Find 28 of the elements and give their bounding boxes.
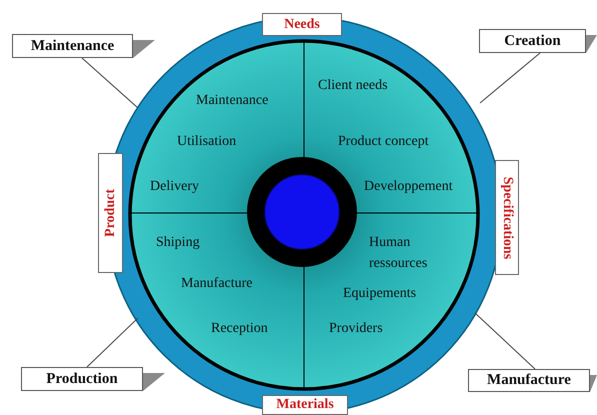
stage-label: Delivery [150,178,199,196]
heading-text: Materials [276,397,334,413]
leader-line [480,52,540,104]
stage-label: Equipements [343,285,416,303]
heading-text: Product [102,189,118,237]
stage-label: Client needs [318,77,388,95]
heading-text: Needs [284,16,320,32]
callout-box: Production [21,367,143,391]
stage-label: Reception [211,320,268,338]
stage-label: Utilisation [177,133,236,151]
stage-label: Shiping [156,234,200,252]
heading-box [262,13,342,36]
stage-label: Providers [329,320,383,338]
stage-label: Product concept [338,133,429,151]
stage-label: Maintenance [196,92,268,110]
heading-box [262,395,348,415]
callout-box: Manufacture [468,369,590,392]
leader-line [82,58,138,108]
heading-text: Specifications [499,176,515,259]
stage-label: Developpement [364,178,453,196]
leader-line [86,318,138,368]
heading-box [495,160,519,275]
stage-label: Human ressources [369,234,428,273]
callout-box: Creation [479,29,586,53]
stage-label: Manufacture [181,275,253,293]
callout-box: Maintenance [12,34,133,58]
leader-line [474,312,536,370]
heading-box [98,153,123,273]
